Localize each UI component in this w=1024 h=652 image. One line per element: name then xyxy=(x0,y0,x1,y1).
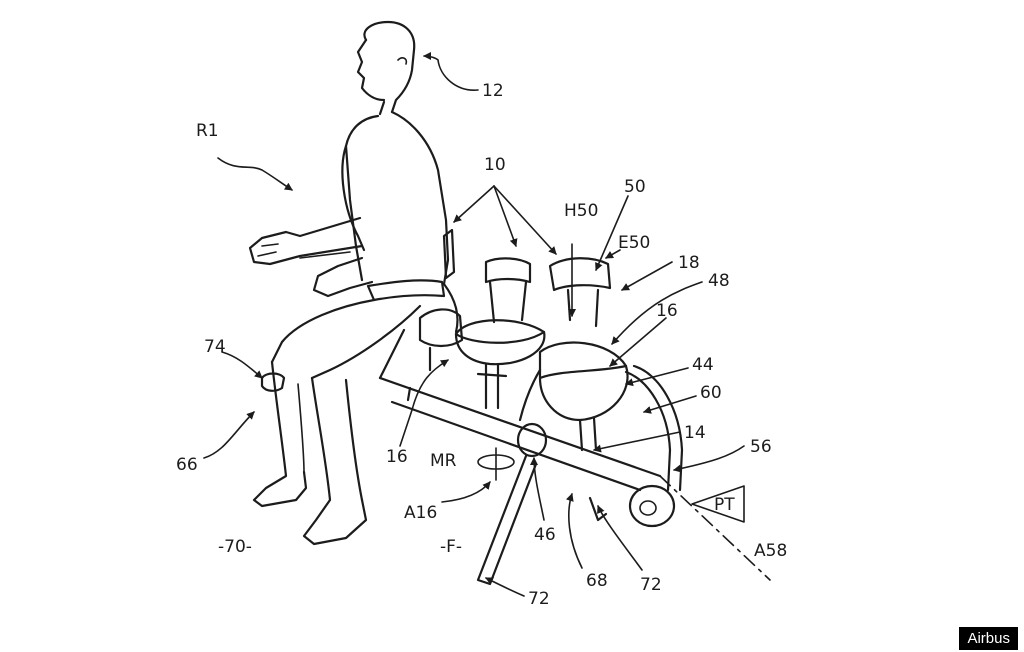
label-48: 48 xyxy=(708,271,730,291)
label-50: 50 xyxy=(624,177,646,197)
footrest xyxy=(260,372,286,392)
reference-labels: 12 R1 10 H50 50 E50 18 48 16 44 60 14 56… xyxy=(176,81,787,609)
label-16-right: 16 xyxy=(656,301,678,321)
label-44: 44 xyxy=(692,355,714,375)
airbus-credit-badge: Airbus xyxy=(959,627,1018,650)
label-14: 14 xyxy=(684,423,706,443)
label-74: 74 xyxy=(204,337,226,357)
seat-three xyxy=(476,257,684,586)
label-R1: R1 xyxy=(196,121,219,141)
label-16-left: 16 xyxy=(386,447,408,467)
label-12: 12 xyxy=(482,81,504,101)
rotation-symbol xyxy=(477,447,515,481)
seat-two xyxy=(454,257,546,410)
label-10: 10 xyxy=(484,155,506,175)
label-72-right: 72 xyxy=(640,575,662,595)
label-F: -F- xyxy=(440,537,462,557)
label-A16: A16 xyxy=(404,503,437,523)
seated-person xyxy=(248,20,459,546)
label-56: 56 xyxy=(750,437,772,457)
label-68: 68 xyxy=(586,571,608,591)
label-H50: H50 xyxy=(564,201,598,221)
label-18: 18 xyxy=(678,253,700,273)
label-MR: MR xyxy=(430,451,457,471)
label-66: 66 xyxy=(176,455,198,475)
seat-one xyxy=(406,228,464,402)
label-PT: PT xyxy=(714,495,735,515)
seat-rail xyxy=(378,328,771,581)
label-70: -70- xyxy=(218,537,252,557)
label-46: 46 xyxy=(534,525,556,545)
label-72-bottom: 72 xyxy=(528,589,550,609)
label-60: 60 xyxy=(700,383,722,403)
label-E50: E50 xyxy=(618,233,650,253)
leader-lines xyxy=(203,52,745,597)
label-A58: A58 xyxy=(754,541,787,561)
pt-triangle xyxy=(691,485,745,523)
